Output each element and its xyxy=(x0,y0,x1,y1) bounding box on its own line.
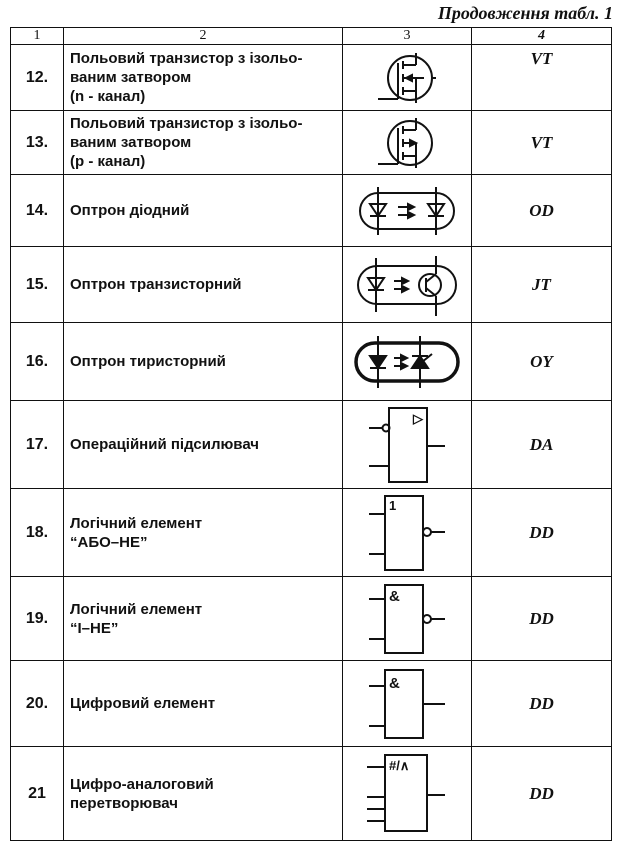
table-row: 19. Логічний елемент “І–НЕ” & DD xyxy=(10,576,612,661)
name-line: Цифро-аналоговий xyxy=(70,775,214,793)
thyristor-optocoupler-icon xyxy=(354,335,460,388)
row-number: 19. xyxy=(10,576,64,661)
header-col-1: 1 xyxy=(10,27,64,45)
row-number: 12. xyxy=(10,44,64,111)
row-name: Цифровий елемент xyxy=(63,660,343,747)
digital-element-icon: & xyxy=(369,668,445,739)
row-symbol xyxy=(342,322,472,401)
mosfet-n-channel-icon xyxy=(378,52,436,103)
transistor-optocoupler-icon xyxy=(357,255,457,316)
row-name: Польовий транзистор з ізольо- ваним затв… xyxy=(63,44,343,111)
row-code: DD xyxy=(471,488,612,577)
name-line: Оптрон транзисторний xyxy=(70,276,242,293)
row-number: 20. xyxy=(10,660,64,747)
row-number: 15. xyxy=(10,246,64,323)
row-number: 16. xyxy=(10,322,64,401)
row-code: JT xyxy=(471,246,612,323)
name-line: Цифровий елемент xyxy=(70,695,216,712)
name-line: (p - канал) xyxy=(70,153,146,170)
name-line: “І–НЕ” xyxy=(70,619,119,637)
name-line: Логічний елемент xyxy=(70,600,203,618)
row-name: Операційний підсилювач xyxy=(63,400,343,489)
symbols-table: 1 2 3 4 12. Польовий транзистор з ізольо… xyxy=(10,27,612,841)
row-number: 13. xyxy=(10,110,64,175)
table-row: 12. Польовий транзистор з ізольо- ваним … xyxy=(10,44,612,111)
row-name: Оптрон діодний xyxy=(63,174,343,247)
dac-icon: #/∧ xyxy=(367,753,445,832)
table-row: 13. Польовий транзистор з ізольо- ваним … xyxy=(10,110,612,175)
name-line: Оптрон тиристорний xyxy=(70,353,226,370)
dac-label: #/∧ xyxy=(389,758,409,773)
row-code: DD xyxy=(471,576,612,661)
name-line: Оптрон діодний xyxy=(70,202,190,219)
table-row: 18. Логічний елемент “АБО–НЕ” 1 DD xyxy=(10,488,612,577)
row-symbol: ▷ xyxy=(342,400,472,489)
header-col-2: 2 xyxy=(63,27,343,45)
name-line: перетворювач xyxy=(70,794,178,812)
header-col-4: 4 xyxy=(471,27,612,45)
name-line: Логічний елемент xyxy=(70,514,203,532)
row-code: VT xyxy=(471,44,612,111)
row-code: OY xyxy=(471,322,612,401)
name-line: (n - канал) xyxy=(70,88,146,105)
row-symbol: 1 xyxy=(342,488,472,577)
row-symbol xyxy=(342,44,472,111)
row-number: 17. xyxy=(10,400,64,489)
row-name: Логічний елемент “І–НЕ” xyxy=(63,576,343,661)
row-number: 21 xyxy=(10,746,64,841)
row-code: VT xyxy=(471,110,612,175)
row-symbol xyxy=(342,246,472,323)
row-code: DD xyxy=(471,660,612,747)
name-line: Польовий транзистор з ізольо- xyxy=(70,50,303,67)
opamp-label: ▷ xyxy=(412,411,424,426)
table-row: 21 Цифро-аналоговий перетворювач #/∧ DD xyxy=(10,746,612,841)
table-row: 16. Оптрон тиристорний OY xyxy=(10,322,612,401)
table-row: 15. Оптрон транзисторний JT xyxy=(10,246,612,323)
row-code: DA xyxy=(471,400,612,489)
table-row: 14. Оптрон діодний OD xyxy=(10,174,612,247)
digital-label: & xyxy=(389,675,400,692)
name-line: ваним затвором xyxy=(70,69,192,86)
name-line: ваним затвором xyxy=(70,134,192,151)
row-name: Цифро-аналоговий перетворювач xyxy=(63,746,343,841)
row-number: 14. xyxy=(10,174,64,247)
nand-label: & xyxy=(389,588,400,605)
row-code: OD xyxy=(471,174,612,247)
row-symbol: & xyxy=(342,660,472,747)
name-line: “АБО–НЕ” xyxy=(70,533,148,551)
name-line: Польовий транзистор з ізольо- xyxy=(70,115,303,132)
table-caption: Продовження табл. 1 xyxy=(437,3,613,23)
row-name: Оптрон транзисторний xyxy=(63,246,343,323)
nor-gate-icon: 1 xyxy=(369,494,445,571)
diode-optocoupler-icon xyxy=(359,186,455,235)
name-line: Операційний підсилювач xyxy=(70,436,260,453)
row-name: Логічний елемент “АБО–НЕ” xyxy=(63,488,343,577)
nor-label: 1 xyxy=(389,498,396,513)
row-symbol: #/∧ xyxy=(342,746,472,841)
table-row: 20. Цифровий елемент & DD xyxy=(10,660,612,747)
op-amp-icon: ▷ xyxy=(369,406,445,483)
row-name: Польовий транзистор з ізольо- ваним затв… xyxy=(63,110,343,175)
mosfet-p-channel-icon xyxy=(378,117,433,168)
row-symbol xyxy=(342,174,472,247)
nand-gate-icon: & xyxy=(369,583,445,654)
row-number: 18. xyxy=(10,488,64,577)
row-symbol: & xyxy=(342,576,472,661)
table-row: 17. Операційний підсилювач ▷ DA xyxy=(10,400,612,489)
row-symbol xyxy=(342,110,472,175)
row-name: Оптрон тиристорний xyxy=(63,322,343,401)
row-code: DD xyxy=(471,746,612,841)
header-row: 1 2 3 4 xyxy=(10,27,612,45)
header-col-3: 3 xyxy=(342,27,472,45)
